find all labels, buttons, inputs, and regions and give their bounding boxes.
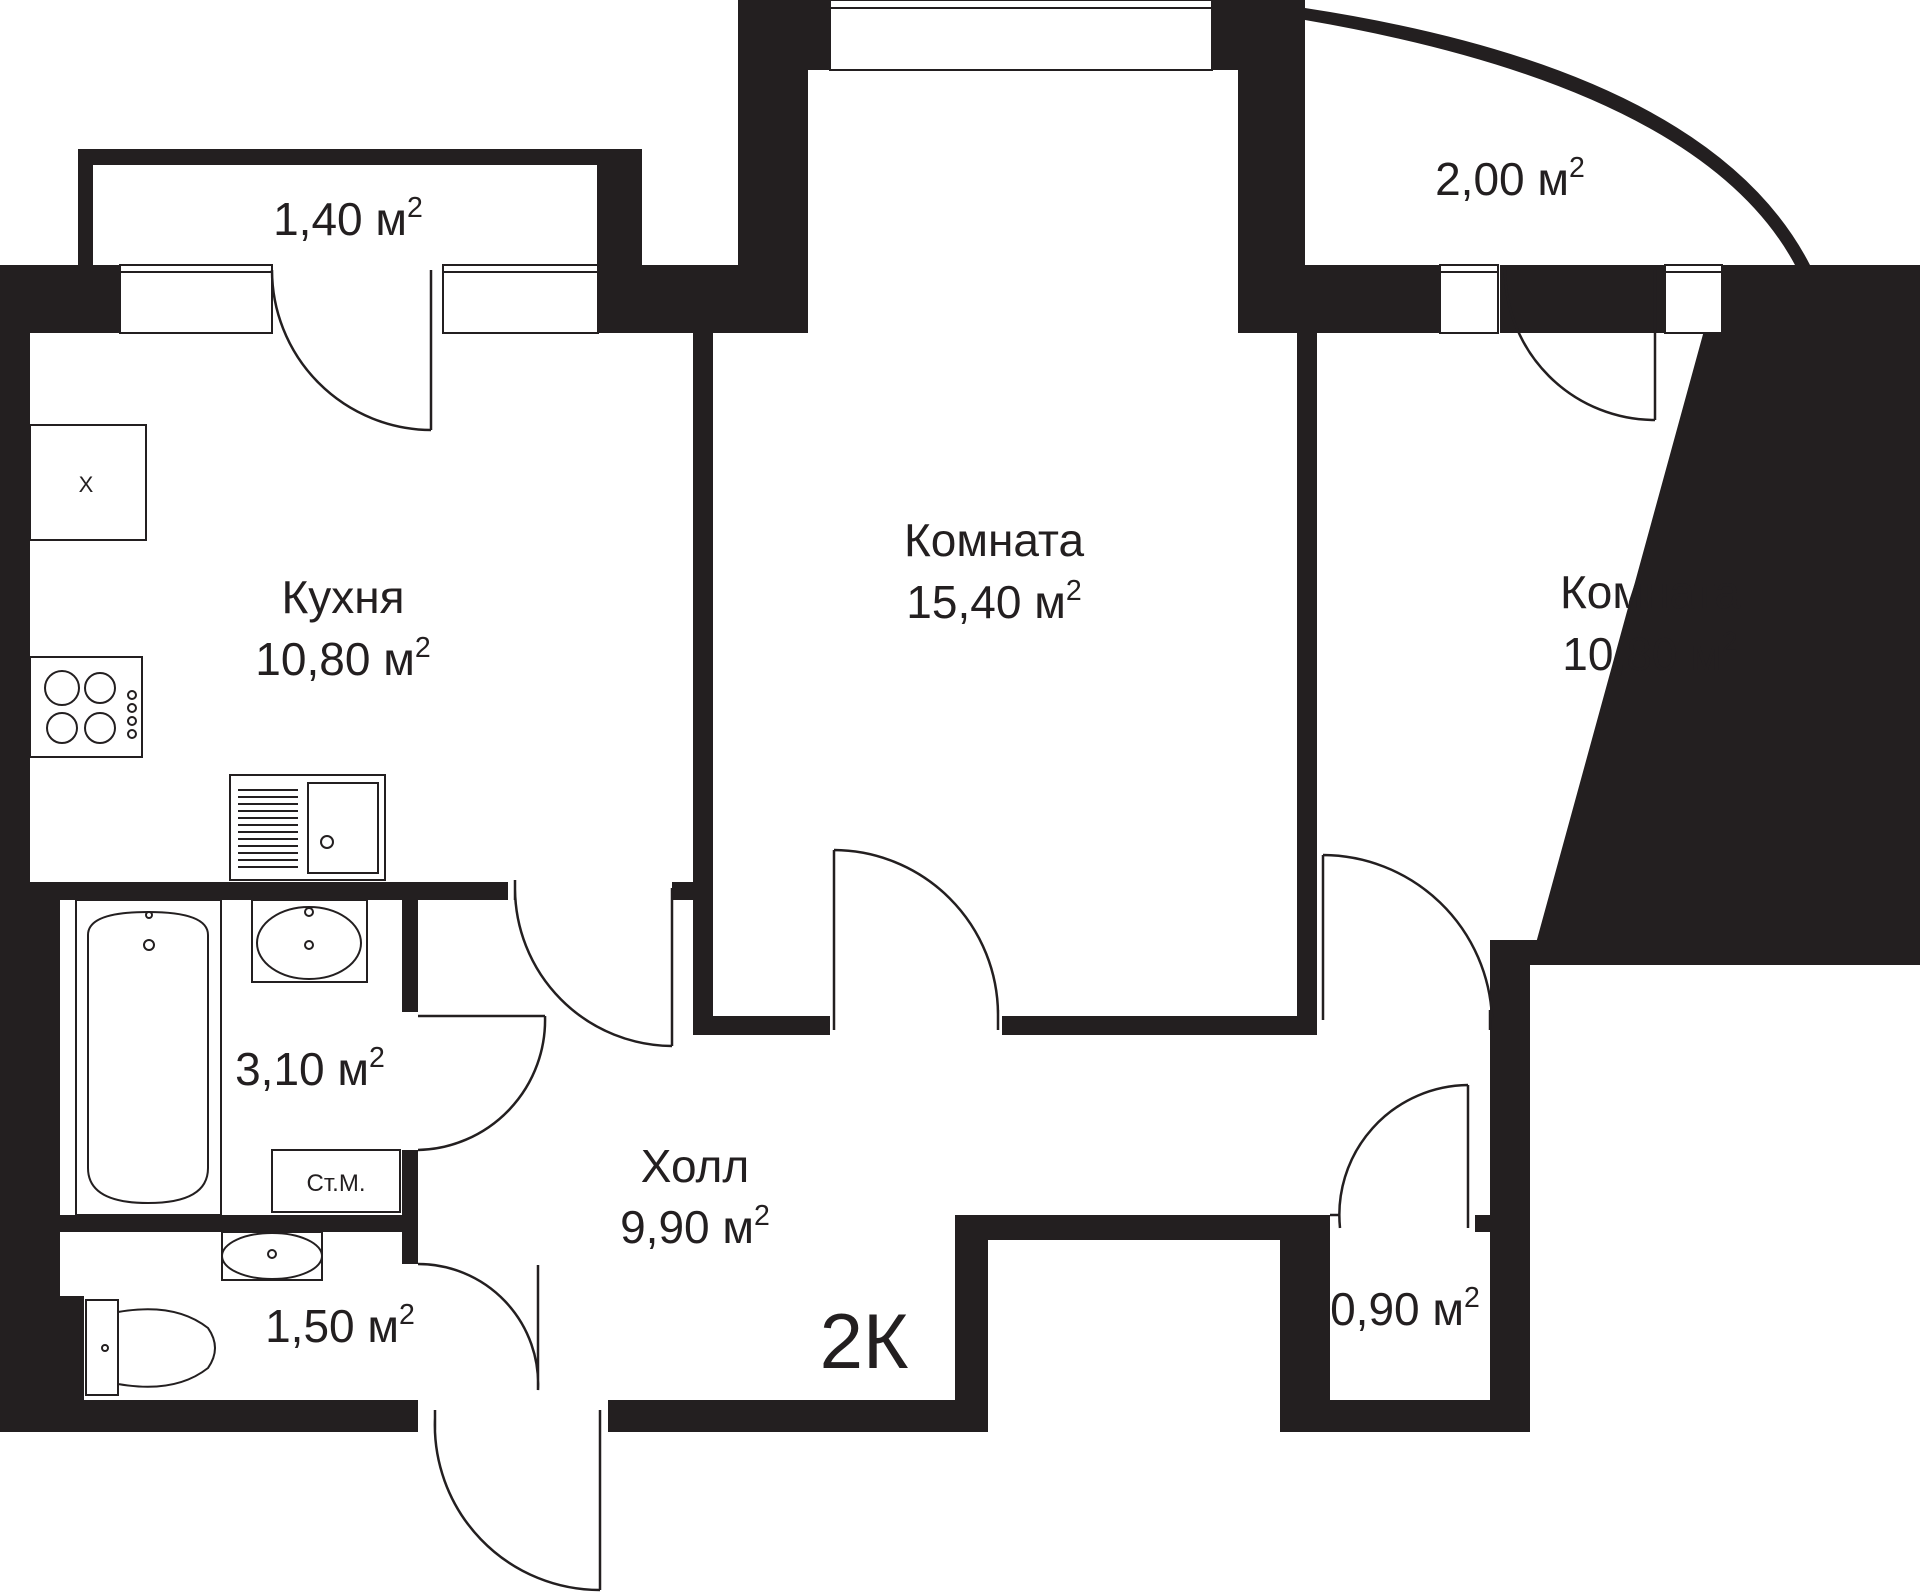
fixtures: X: [29, 424, 401, 1396]
kitchen-bath-partition: [30, 882, 508, 900]
hall-name: Холл: [641, 1140, 749, 1192]
door-closet: [1330, 1083, 1470, 1229]
door-toilet: [417, 1262, 540, 1391]
room-center-name: Комната: [904, 514, 1085, 566]
toilet-icon: [85, 1299, 216, 1396]
bath-left-wall: [30, 882, 60, 1432]
bathtub-icon: [75, 899, 222, 1216]
balcony-room-area: 2,00 м2: [1435, 152, 1585, 205]
window-room-right-left: [1439, 264, 1499, 334]
window-kitchen-left: [119, 264, 273, 334]
door-entrance: [433, 1410, 602, 1592]
room-center-bottom-wall-left: [693, 1016, 830, 1035]
bottom-wall-left: [0, 1400, 418, 1432]
door-balcony-room: [1503, 269, 1657, 422]
balcony-kitchen-wall: [78, 149, 642, 265]
stove-icon: [29, 656, 143, 758]
washer-label: Ст.М.: [307, 1170, 366, 1197]
room-center-top-wall-right: [1212, 0, 1440, 333]
closet-right-stub: [1475, 1215, 1498, 1232]
bathroom-area: 3,10 м2: [235, 1042, 385, 1095]
bath-toilet-partition: [60, 1215, 418, 1232]
door-bathroom: [417, 1014, 547, 1152]
closet-walls: [1280, 1215, 1498, 1432]
room-right-top-wall: [1490, 265, 1920, 1432]
kitchen-area: 10,80 м2: [255, 632, 430, 685]
room-center-area: 15,40 м2: [906, 575, 1081, 628]
room-right-area: 10,80 м2: [1562, 627, 1737, 680]
fridge-icon: [29, 424, 147, 541]
room-right-east-wall: [1898, 333, 1920, 942]
room-center-right-wall: [1297, 333, 1317, 1035]
door-balcony-kitchen: [270, 269, 433, 432]
balcony-kitchen-area: 1,40 м2: [273, 192, 423, 245]
apartment-type-label: 2К: [820, 1297, 909, 1385]
door-room-right: [1321, 853, 1494, 1030]
kitchen-top-wall-right: [598, 265, 740, 333]
door-kitchen: [513, 880, 674, 1048]
toilet-right-wall: [402, 1232, 418, 1264]
window-room-right-right: [1664, 264, 1723, 334]
doors: [270, 269, 1657, 1592]
room-right-bottom-step: [1498, 940, 1920, 1432]
sink-drainboard-icon: [238, 789, 298, 868]
room-center-bottom-wall-right: [1002, 1016, 1317, 1035]
hall-area: 9,90 м2: [620, 1200, 770, 1253]
hall-bottom-bump: [955, 1215, 1305, 1432]
door-room-center: [832, 848, 1000, 1030]
bath-right-wall-top: [402, 900, 418, 1012]
windows: [119, 0, 1723, 334]
room-right-name: Комната: [1560, 566, 1741, 618]
window-room-center: [829, 0, 1213, 71]
closet-area: 0,90 м2: [1330, 1282, 1480, 1335]
walls: [0, 0, 1920, 1432]
washing-machine-icon: [271, 1149, 401, 1213]
labels: 1,40 м2 2,00 м2 Кухня 10,80 м2 Комната 1…: [235, 152, 1740, 1385]
bottom-wall-mid: [608, 1400, 988, 1432]
room-center-left-wall: [693, 333, 713, 1035]
kitchen-hall-stub: [672, 882, 693, 900]
fridge-mark: X: [79, 472, 94, 497]
balcony-curved-rail: [1305, 8, 1810, 265]
toilet-area: 1,50 м2: [265, 1299, 415, 1352]
room-center-top-wall-left: [738, 0, 830, 333]
toilet-left-niche: [30, 1296, 84, 1400]
window-kitchen-right: [442, 264, 599, 334]
kitchen-name: Кухня: [281, 571, 404, 623]
